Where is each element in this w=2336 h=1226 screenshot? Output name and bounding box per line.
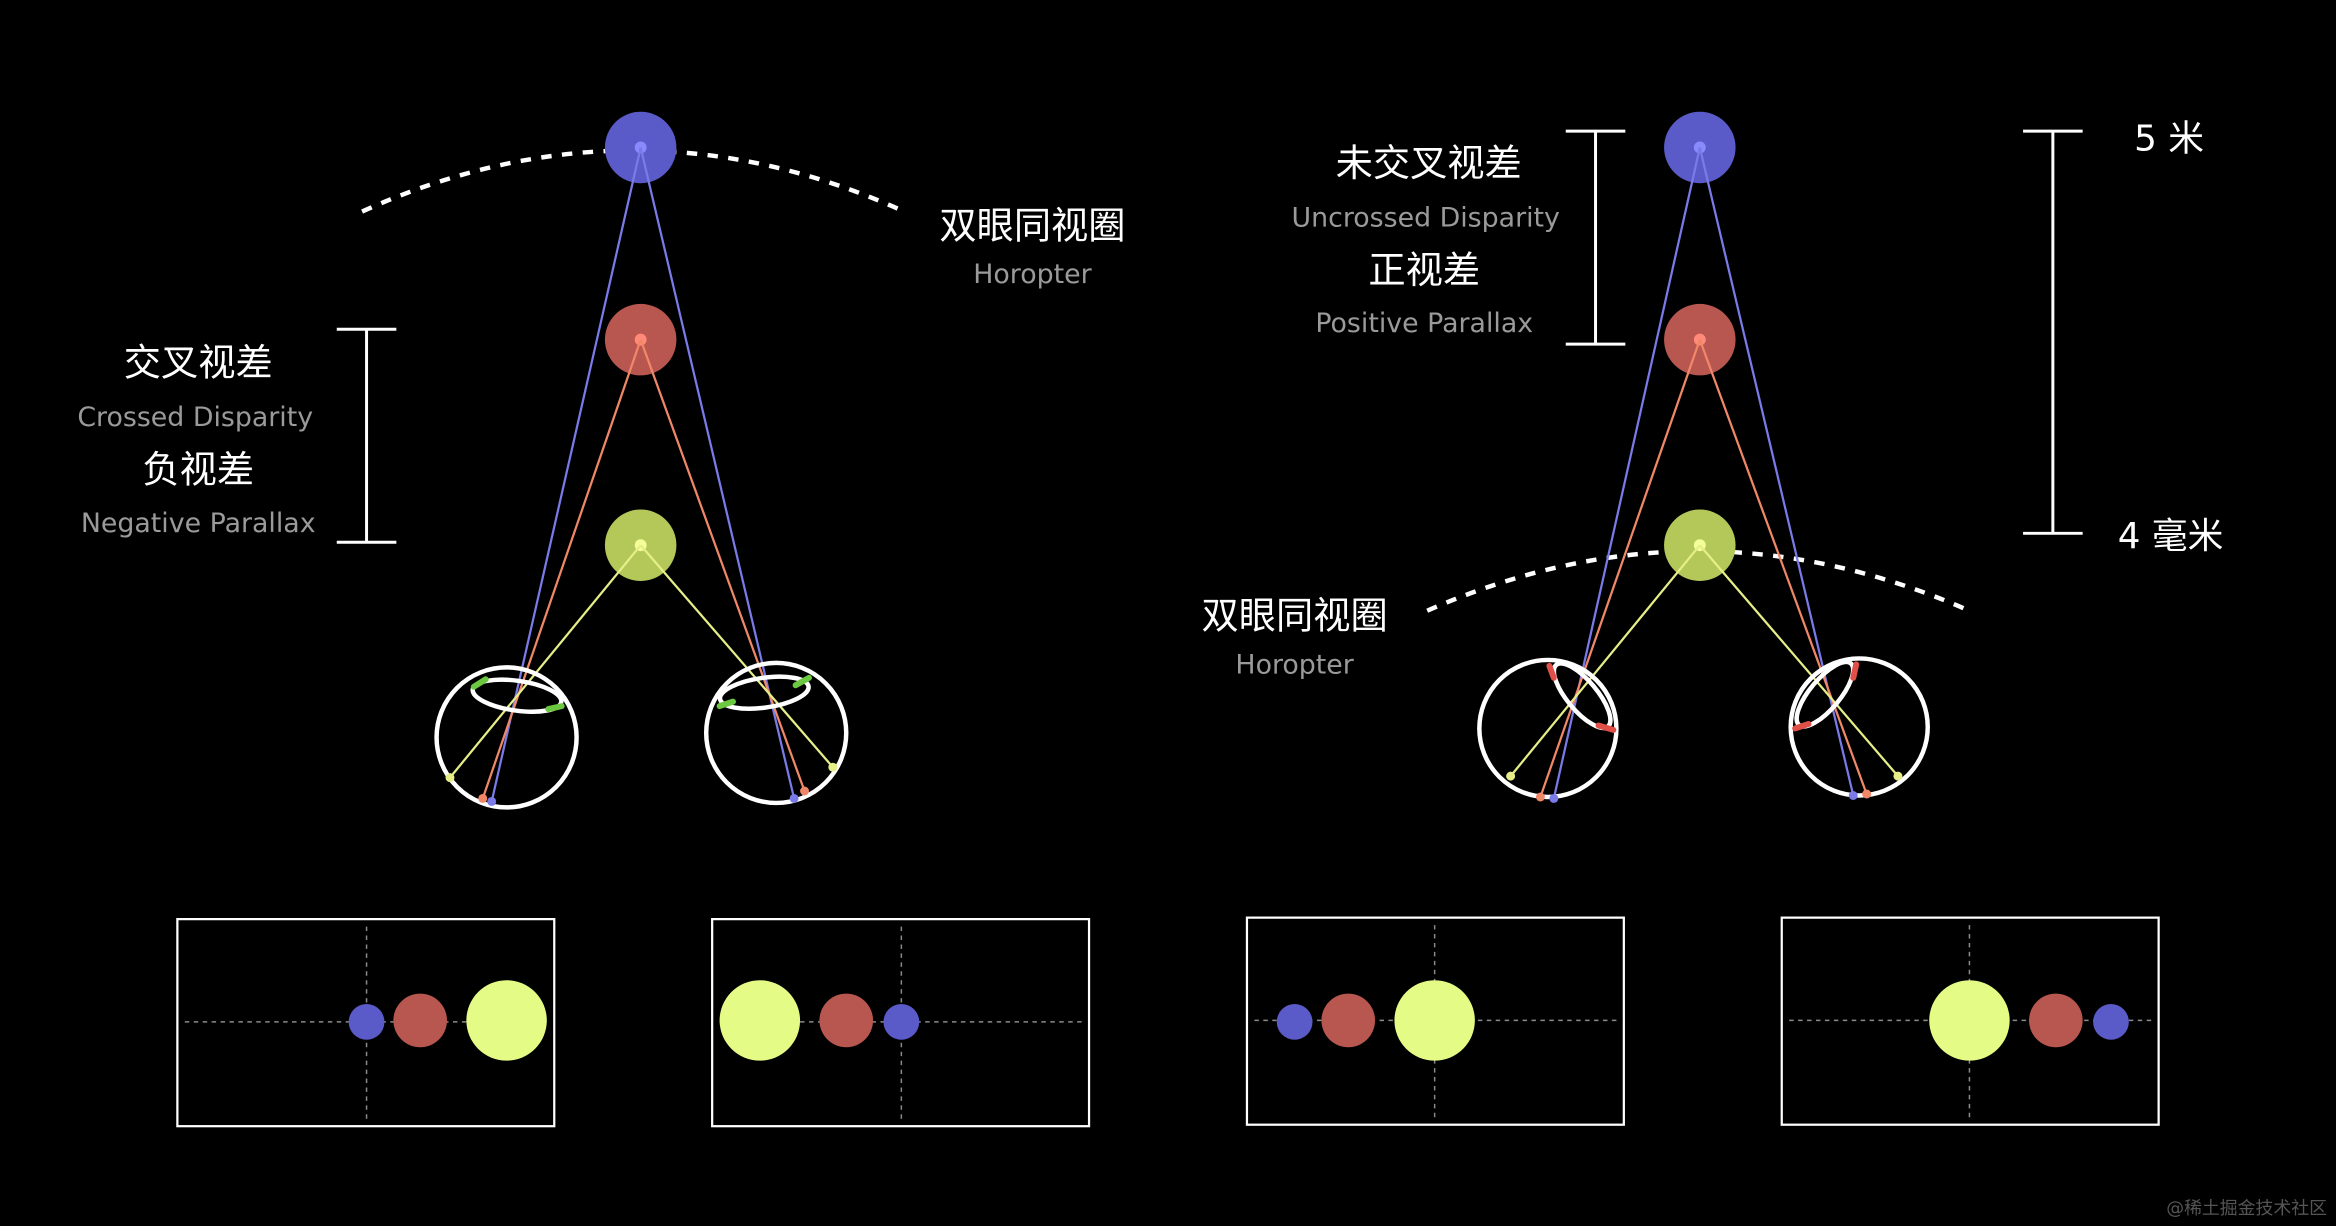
view-frame-4: [1780, 916, 2160, 1126]
right-eye-retina-red-dot: [800, 786, 809, 796]
right-eye-globe: [1788, 656, 1930, 798]
left-red-ray-right-eye: [639, 339, 806, 792]
left-panel-left-eye: [434, 665, 579, 810]
scale-far-label: 5 米: [2134, 118, 2204, 159]
watermark: @稀土掘金技术社区: [2166, 1198, 2327, 1219]
right-yellow-ray-right-eye: [1698, 544, 1899, 777]
left-yellow-ray-left-eye: [449, 544, 642, 779]
left-panel: 双眼同视圈 Horopter 交叉视差 Crossed Disparity 负视…: [77, 111, 1126, 810]
right-eye-retina-blue-dot: [789, 793, 799, 803]
right-eye-lens-mark-right: [792, 674, 812, 689]
left-horopter-label-zh: 双眼同视圈: [939, 203, 1125, 247]
left-eye-lens-mark-top: [1546, 662, 1557, 681]
frame-2-blue-object: [883, 1004, 920, 1040]
right-red-ray-right-eye: [1698, 339, 1868, 795]
distance-scale-bracket: [2023, 129, 2083, 535]
left-disparity-label-zh: 交叉视差: [124, 340, 273, 384]
left-parallax-label-zh: 负视差: [142, 448, 254, 492]
right-eye-lens-mark-left: [716, 698, 736, 710]
right-yellow-ray-left-eye: [1509, 544, 1701, 777]
right-eye-globe: [703, 660, 849, 806]
view-frame-2: [711, 918, 1091, 1128]
frame-4-red-object: [2029, 993, 2083, 1048]
left-blue-object-center: [634, 141, 647, 154]
left-eye-lens-mark-right: [545, 703, 565, 713]
right-disparity-label-zh: 未交叉视差: [1336, 141, 1522, 185]
right-eye-lens-mark-top: [1850, 661, 1860, 681]
frame-2-red-object: [819, 993, 874, 1048]
right-parallax-label-en: Positive Parallax: [1315, 308, 1533, 339]
right-eye-retina-yellow-dot: [1893, 771, 1903, 781]
frame-3-red-object: [1321, 993, 1376, 1048]
right-horopter-label-en: Horopter: [1235, 649, 1354, 680]
right-eye-retina-yellow-dot: [828, 762, 838, 772]
right-parallax-label-zh: 正视差: [1368, 248, 1480, 292]
right-eye-retina-red-dot: [1862, 789, 1872, 799]
right-panel-left-eye: [1477, 657, 1619, 803]
left-eye-retina-red-dot: [478, 793, 488, 803]
view-frame-3: [1245, 916, 1625, 1126]
right-panel: 未交叉视差 Uncrossed Disparity 正视差 Positive P…: [1202, 111, 2224, 803]
frame-4-blue-object: [2093, 1004, 2129, 1040]
left-eye-retina-red-dot: [1535, 792, 1545, 802]
right-disparity-bracket: [1565, 129, 1626, 346]
left-parallax-label-en: Negative Parallax: [81, 508, 316, 539]
left-disparity-label-en: Crossed Disparity: [77, 402, 313, 433]
left-eye-globe: [1477, 657, 1619, 800]
right-eye-retina-blue-dot: [1848, 791, 1858, 800]
frame-3-green-object: [1394, 980, 1475, 1061]
left-disparity-bracket: [336, 327, 397, 544]
frame-1-blue-object: [348, 1004, 385, 1040]
left-yellow-ray-right-eye: [639, 544, 834, 768]
right-eye-lens: [717, 674, 811, 711]
left-horopter-label-en: Horopter: [973, 259, 1092, 290]
left-eye-lens-mark-left: [470, 676, 489, 690]
frame-2-green-object: [719, 980, 801, 1061]
left-eye-retina-blue-dot: [487, 796, 497, 806]
view-frame-1: [176, 918, 556, 1128]
right-panel-right-eye: [1788, 656, 1930, 800]
frame-1-red-object: [393, 993, 447, 1048]
right-disparity-label-en: Uncrossed Disparity: [1292, 202, 1561, 233]
left-red-ray-left-eye: [481, 339, 642, 799]
left-eye-lens-mark-bottom: [1595, 722, 1617, 733]
left-eye-retina-yellow-dot: [445, 773, 455, 783]
right-blue-ray-left-eye: [1552, 147, 1701, 799]
left-eye-globe: [434, 665, 579, 810]
scale-near-label: 4 毫米: [2118, 516, 2224, 557]
right-eye-lens-mark-bottom: [1792, 721, 1812, 732]
frame-4-green-object: [1929, 980, 2010, 1061]
left-eye-retina-yellow-dot: [1506, 771, 1516, 781]
left-blue-ray-left-eye: [490, 147, 642, 802]
right-horopter-label-zh: 双眼同视圈: [1202, 594, 1388, 638]
left-panel-right-eye: [703, 660, 849, 806]
right-red-ray-left-eye: [1539, 339, 1701, 798]
left-eye-retina-blue-dot: [1549, 793, 1559, 803]
frame-1-green-object: [466, 980, 547, 1061]
frame-3-blue-object: [1276, 1004, 1313, 1040]
